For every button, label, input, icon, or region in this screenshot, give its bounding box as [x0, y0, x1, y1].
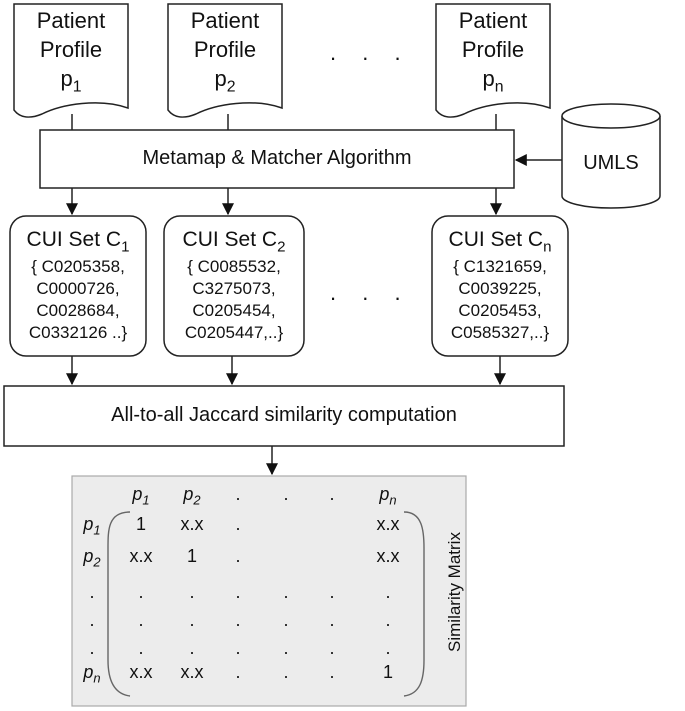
matrix-cell: x.x	[376, 546, 400, 566]
cui-set-codes: { C1321659, C0039225, C0205453, C0585327…	[450, 257, 550, 342]
profiles-ellipsis: . . .	[330, 40, 411, 65]
similarity-matrix-panel	[71, 475, 467, 707]
matrix-cell: .	[235, 610, 241, 630]
patient-profile-2-label: Patient Profile p2	[168, 6, 282, 96]
patient-profile-1-shape	[13, 3, 129, 118]
matrix-column-header: p2	[183, 484, 201, 508]
profile-symbol: p2	[214, 66, 236, 96]
matrix-cell: x.x	[129, 546, 153, 566]
matrix-row-header: .	[89, 638, 95, 658]
cui-set-codes: { C0205358, C0000726, C0028684, C0332126…	[28, 257, 128, 342]
cui-set-n-label: CUI Set Cn { C1321659, C0039225, C020545…	[432, 228, 568, 344]
umls-label: UMLS	[583, 152, 639, 174]
matrix-cell: .	[329, 610, 335, 630]
cui-set-2-box	[163, 215, 305, 357]
matrix-cell: .	[235, 546, 241, 566]
profile-line1: Patient	[36, 8, 106, 33]
similarity-matrix-side-label: Similarity Matrix	[445, 532, 464, 652]
matcher-label: Metamap & Matcher Algorithm	[142, 147, 412, 169]
matrix-row-header: p1	[83, 514, 101, 538]
matrix-cell: .	[283, 582, 289, 602]
matrix-cell: .	[385, 582, 391, 602]
umls-database-cylinder	[561, 103, 661, 209]
matrix-cell: .	[329, 582, 335, 602]
matrix-cell: .	[138, 638, 144, 658]
matrix-cell: 1	[135, 514, 146, 534]
matrix-cell: x.x	[376, 514, 400, 534]
matrix-cell: .	[283, 610, 289, 630]
matrix-left-bracket	[107, 511, 131, 697]
matrix-cell: .	[235, 514, 241, 534]
matrix-cell: .	[283, 638, 289, 658]
profile-line1: Patient	[190, 8, 260, 33]
matrix-cell: x.x	[129, 662, 153, 682]
matrix-column-header: p1	[132, 484, 150, 508]
matrix-cell: .	[189, 582, 195, 602]
matrix-cell: .	[235, 662, 241, 682]
cui-set-1-box	[9, 215, 147, 357]
matrix-cell: .	[189, 610, 195, 630]
matrix-column-header: pn	[379, 484, 397, 508]
profile-line2: Profile	[39, 37, 103, 62]
matrix-cell: .	[385, 638, 391, 658]
matrix-cell: x.x	[180, 662, 204, 682]
matrix-row-header: p2	[83, 546, 101, 570]
profile-line2: Profile	[461, 37, 525, 62]
matrix-cell: .	[235, 638, 241, 658]
cui-set-title: CUI Set C2	[182, 228, 286, 256]
matrix-right-bracket	[403, 511, 425, 697]
matrix-cell: .	[235, 582, 241, 602]
matrix-cell: .	[138, 610, 144, 630]
matrix-cell: .	[329, 638, 335, 658]
matcher-box	[39, 129, 515, 189]
profile-symbol: pn	[482, 66, 504, 96]
matrix-cell: .	[385, 610, 391, 630]
matrix-row-header: pn	[83, 662, 101, 686]
matrix-column-header: .	[235, 484, 241, 504]
matrix-column-header: .	[283, 484, 289, 504]
patient-profile-2-shape	[167, 3, 283, 118]
matrix-cell: x.x	[180, 514, 204, 534]
cui-set-codes: { C0085532, C3275073, C0205454, C0205447…	[184, 257, 284, 342]
cui-set-title: CUI Set C1	[26, 228, 130, 256]
patient-profile-n-label: Patient Profile pn	[436, 6, 550, 96]
cui-set-title: CUI Set Cn	[448, 228, 552, 256]
matrix-cell: .	[138, 582, 144, 602]
matrix-cell: 1	[186, 546, 197, 566]
matrix-cell: .	[329, 662, 335, 682]
cui-set-2-label: CUI Set C2 { C0085532, C3275073, C020545…	[164, 228, 304, 344]
matrix-column-header: .	[329, 484, 335, 504]
cui-sets-ellipsis: . . .	[330, 280, 411, 305]
jaccard-label: All-to-all Jaccard similarity computatio…	[111, 404, 457, 426]
matrix-cell: 1	[382, 662, 393, 682]
matrix-cell: .	[189, 638, 195, 658]
cui-set-1-label: CUI Set C1 { C0205358, C0000726, C002868…	[10, 228, 146, 344]
matrix-row-header: .	[89, 610, 95, 630]
patient-profile-n-shape	[435, 3, 551, 118]
jaccard-box	[3, 385, 565, 447]
patient-profile-1-label: Patient Profile p1	[14, 6, 128, 96]
matrix-row-header: .	[89, 582, 95, 602]
profile-line2: Profile	[193, 37, 257, 62]
profile-line1: Patient	[458, 8, 528, 33]
profile-symbol: p1	[60, 66, 82, 96]
matrix-cell: .	[283, 662, 289, 682]
